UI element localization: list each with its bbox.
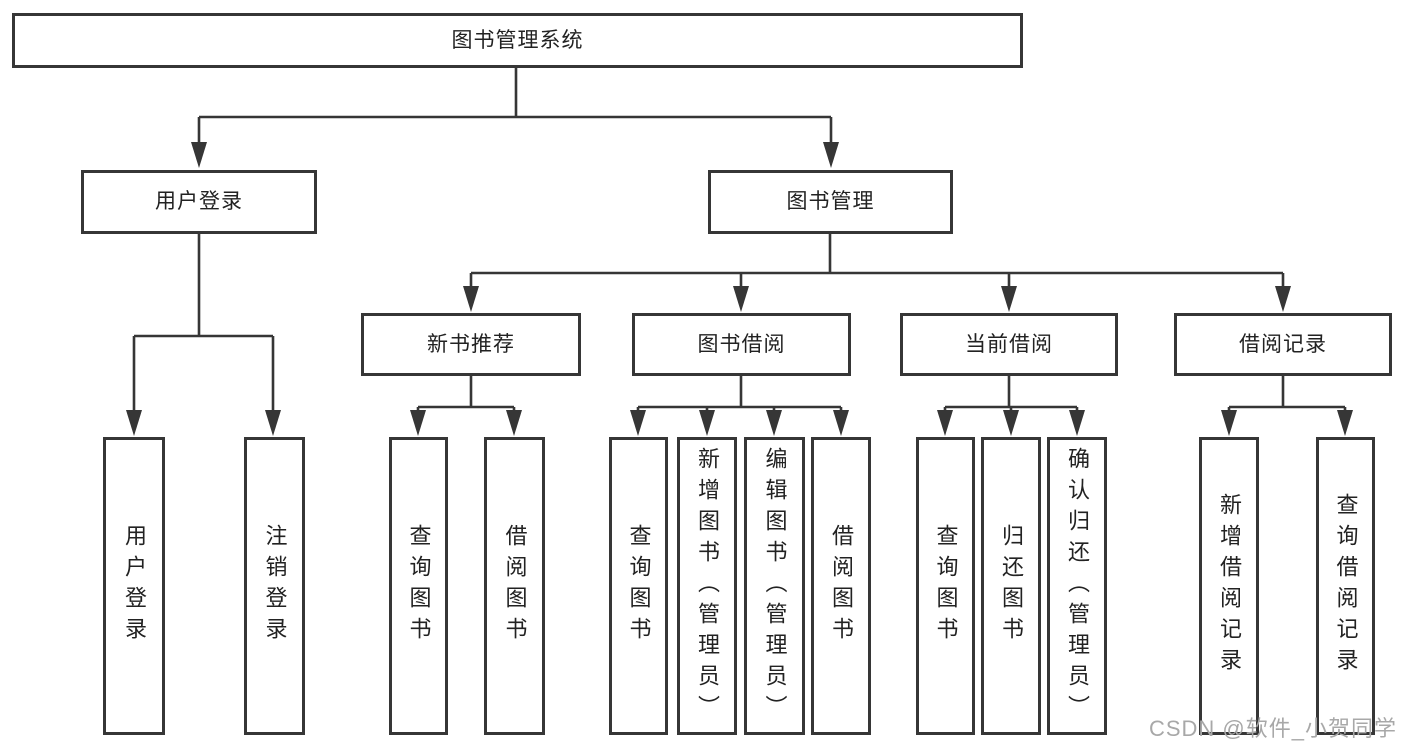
node-user-login-leaf: 用户登录 <box>103 437 165 735</box>
node-query-books-borrowing: 查询图书 <box>609 437 668 735</box>
node-label: 查询借阅记录 <box>1333 493 1359 679</box>
node-label: 图书管理 <box>786 190 875 214</box>
node-borrow-books-recommend: 借阅图书 <box>484 437 545 735</box>
node-query-books-current: 查询图书 <box>916 437 975 735</box>
node-label: 当前借阅 <box>965 332 1053 356</box>
node-label: 编辑图书（管理员） <box>762 446 788 726</box>
csdn-watermark: CSDN @软件_小贺同学 <box>1148 716 1397 741</box>
node-logout: 注销登录 <box>244 437 305 735</box>
node-label: 查询图书 <box>933 524 959 648</box>
node-label: 确认归还（管理员） <box>1065 446 1090 726</box>
node-edit-book-admin: 编辑图书（管理员） <box>744 437 805 735</box>
node-book-management: 图书管理 <box>708 170 953 234</box>
node-label: 查询图书 <box>626 524 652 648</box>
node-label: 归还图书 <box>999 524 1024 648</box>
node-user-login: 用户登录 <box>81 170 317 234</box>
node-label: 新增借阅记录 <box>1217 493 1242 679</box>
node-label: 图书借阅 <box>697 332 786 356</box>
node-add-borrow-record: 新增借阅记录 <box>1199 437 1259 735</box>
node-label: 借阅图书 <box>829 524 854 648</box>
node-query-borrow-record: 查询借阅记录 <box>1316 437 1375 735</box>
node-borrowing-records: 借阅记录 <box>1174 313 1392 376</box>
node-label: 注销登录 <box>262 524 288 648</box>
node-borrow-books-borrowing: 借阅图书 <box>811 437 871 735</box>
node-query-books-recommend: 查询图书 <box>389 437 448 735</box>
node-book-borrowing: 图书借阅 <box>632 313 851 376</box>
node-current-borrowing: 当前借阅 <box>900 313 1118 376</box>
node-label: 借阅记录 <box>1239 332 1327 356</box>
node-add-book-admin: 新增图书（管理员） <box>677 437 737 735</box>
node-library-management-system: 图书管理系统 <box>12 13 1023 68</box>
node-label: 用户登录 <box>122 524 147 648</box>
node-label: 图书管理系统 <box>451 28 584 52</box>
node-return-books: 归还图书 <box>981 437 1041 735</box>
node-new-book-recommendation: 新书推荐 <box>361 313 581 376</box>
node-label: 新书推荐 <box>427 332 515 356</box>
node-label: 用户登录 <box>155 190 243 214</box>
arrowheads <box>126 142 1353 436</box>
node-label: 借阅图书 <box>502 524 528 648</box>
node-label: 新增图书（管理员） <box>695 446 720 726</box>
node-confirm-return-admin: 确认归还（管理员） <box>1047 437 1107 735</box>
node-label: 查询图书 <box>406 524 432 648</box>
